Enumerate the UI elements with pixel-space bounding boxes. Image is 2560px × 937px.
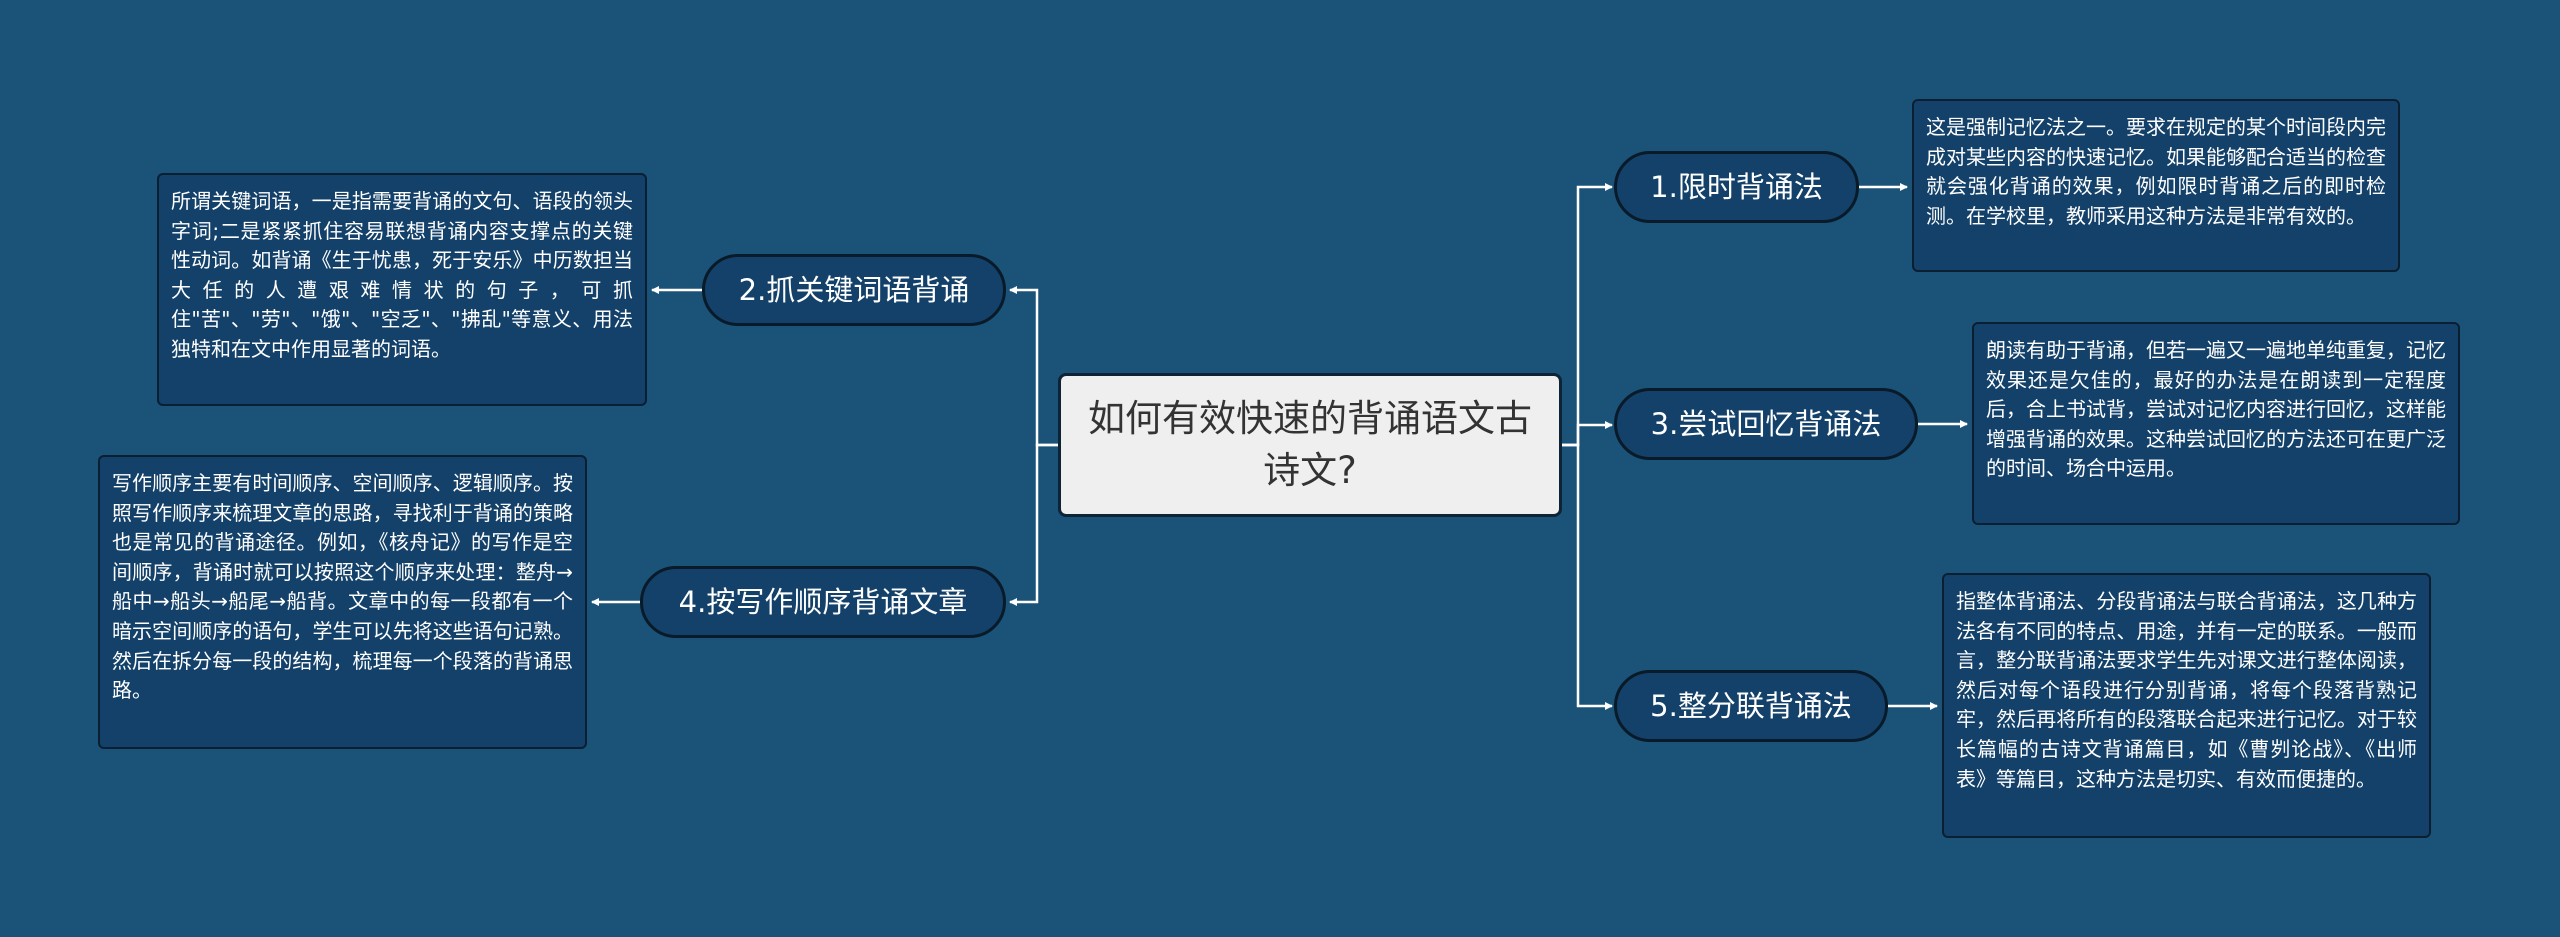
topic-note-text-1: 这是强制记忆法之一。要求在规定的某个时间段内完成对某些内容的快速记忆。如果能够配…	[1926, 115, 2386, 228]
topic-node-1[interactable]: 1.限时背诵法	[1614, 151, 1859, 223]
topic-note-4: 写作顺序主要有时间顺序、空间顺序、逻辑顺序。按照写作顺序来梳理文章的思路，寻找利…	[98, 455, 587, 749]
topic-note-text-3: 朗读有助于背诵，但若一遍又一遍地单纯重复，记忆效果还是欠佳的，最好的办法是在朗读…	[1986, 338, 2446, 481]
topic-note-5: 指整体背诵法、分段背诵法与联合背诵法，这几种方法各有不同的特点、用途，并有一定的…	[1942, 573, 2431, 838]
topic-label-1: 1.限时背诵法	[1650, 170, 1823, 204]
topic-note-2: 所谓关键词语，一是指需要背诵的文句、语段的领头字词;二是紧紧抓住容易联想背诵内容…	[157, 173, 647, 406]
topic-note-text-4: 写作顺序主要有时间顺序、空间顺序、逻辑顺序。按照写作顺序来梳理文章的思路，寻找利…	[112, 471, 573, 703]
topic-node-4[interactable]: 4.按写作顺序背诵文章	[640, 566, 1006, 638]
connector-center-topic4	[1009, 443, 1058, 606]
connector-center-topic2	[1009, 286, 1058, 447]
central-topic-title: 如何有效快速的背诵语文古诗文?	[1088, 397, 1532, 492]
connector-center-topic1	[1562, 183, 1613, 447]
topic-node-2[interactable]: 2.抓关键词语背诵	[702, 254, 1006, 326]
topic-label-5: 5.整分联背诵法	[1650, 689, 1852, 723]
connector-center-topic3	[1562, 421, 1613, 447]
topic-node-5[interactable]: 5.整分联背诵法	[1614, 670, 1888, 742]
topic-node-3[interactable]: 3.尝试回忆背诵法	[1614, 388, 1918, 460]
topic-label-3: 3.尝试回忆背诵法	[1650, 407, 1882, 441]
topic-label-4: 4.按写作顺序背诵文章	[678, 585, 968, 619]
topic-note-3: 朗读有助于背诵，但若一遍又一遍地单纯重复，记忆效果还是欠佳的，最好的办法是在朗读…	[1972, 322, 2460, 525]
topic-note-text-5: 指整体背诵法、分段背诵法与联合背诵法，这几种方法各有不同的特点、用途，并有一定的…	[1956, 589, 2417, 791]
connector-center-topic5	[1562, 443, 1613, 710]
topic-label-2: 2.抓关键词语背诵	[738, 273, 970, 307]
central-topic[interactable]: 如何有效快速的背诵语文古诗文?	[1058, 373, 1562, 517]
topic-note-1: 这是强制记忆法之一。要求在规定的某个时间段内完成对某些内容的快速记忆。如果能够配…	[1912, 99, 2400, 272]
topic-note-text-2: 所谓关键词语，一是指需要背诵的文句、语段的领头字词;二是紧紧抓住容易联想背诵内容…	[171, 189, 633, 361]
